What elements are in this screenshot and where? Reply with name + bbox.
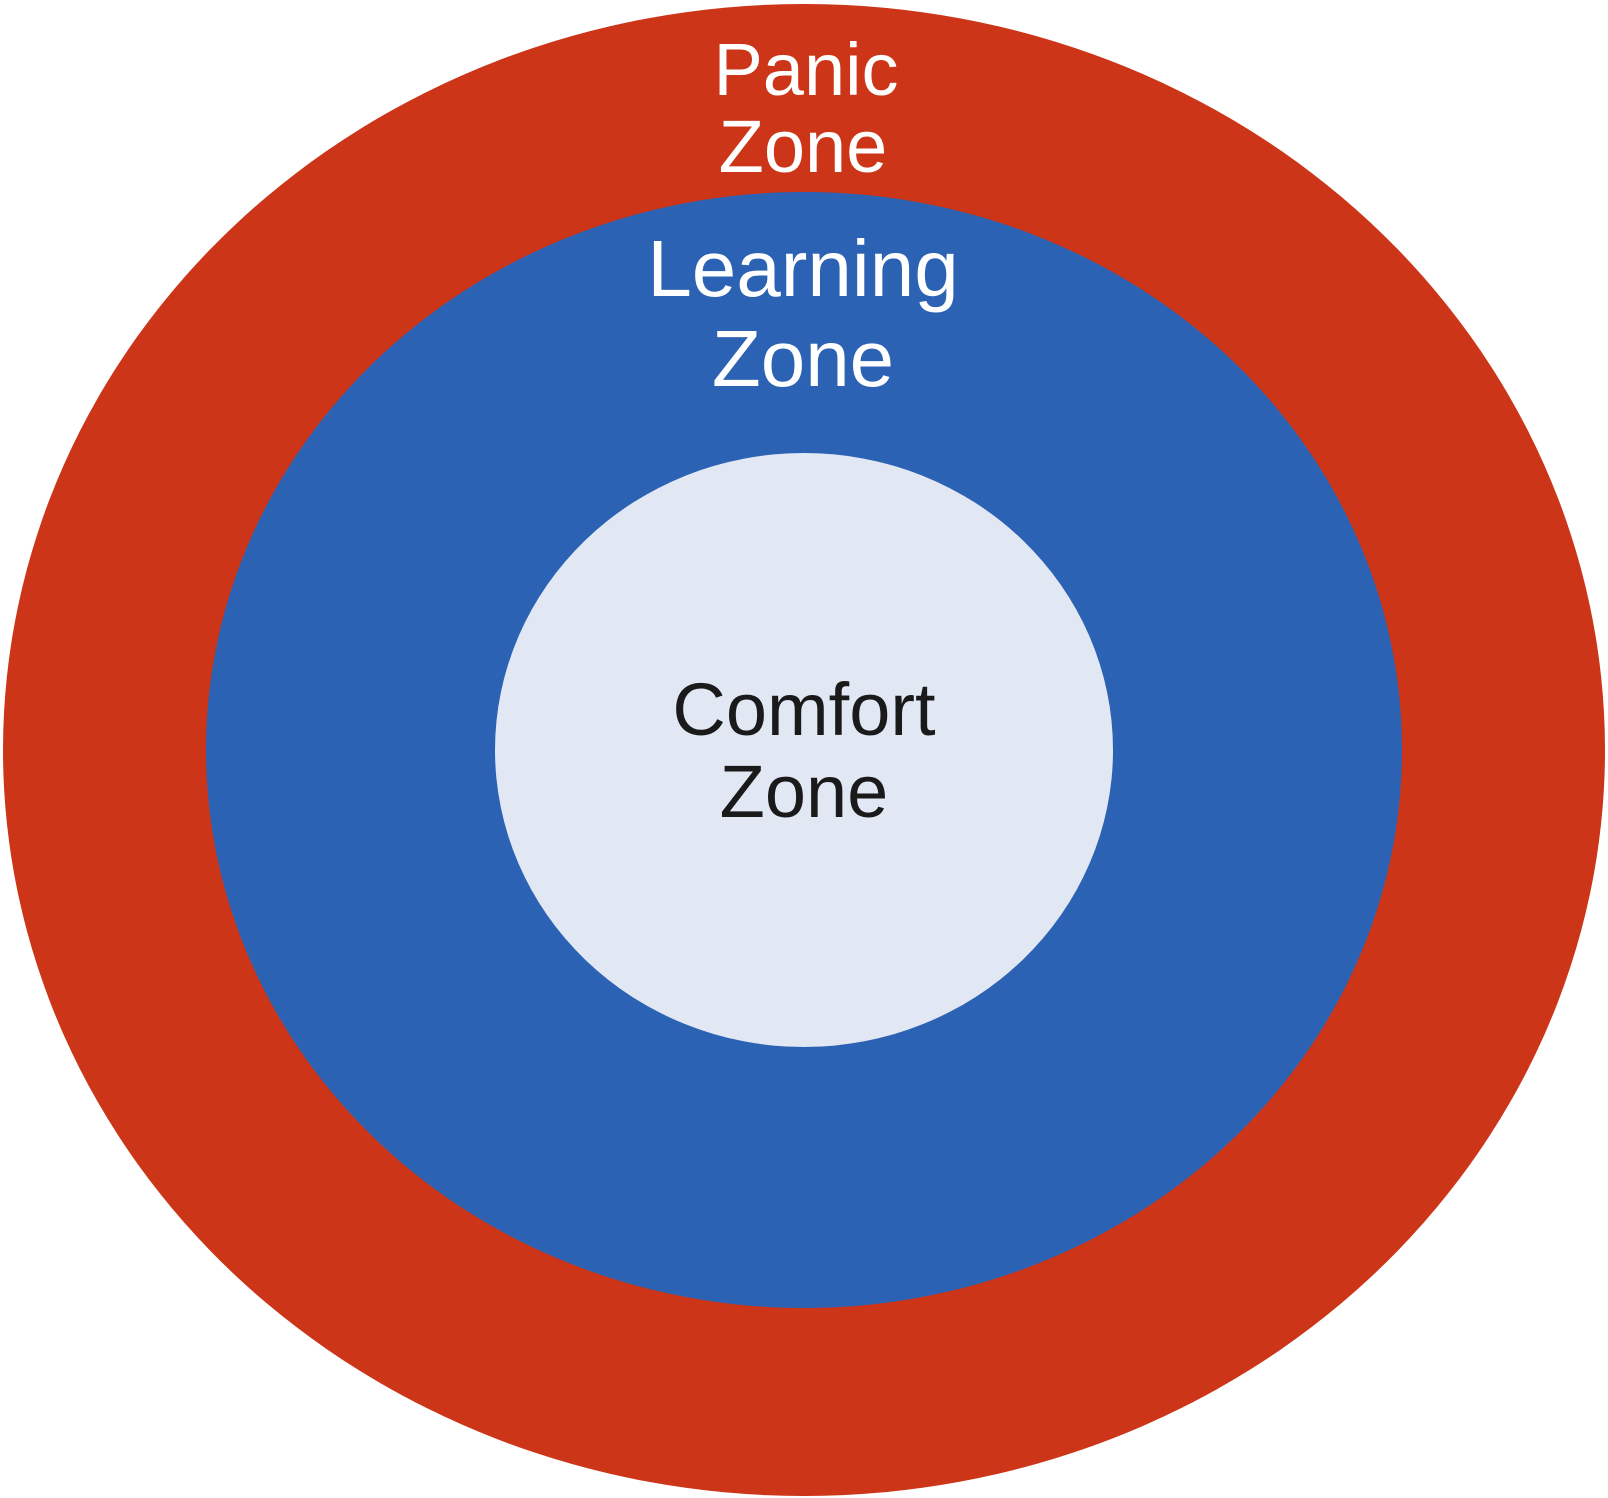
learning-zone-label-line1: Learning [647,224,958,313]
panic-zone-label-line1: Panic [713,28,898,111]
learning-zone-label-line2: Zone [712,314,894,403]
comfort-zone-ellipse [495,453,1113,1047]
comfort-zone-label-line2: Zone [720,750,889,833]
panic-zone-label-line2: Zone [719,105,888,188]
comfort-zone-label-line1: Comfort [672,668,936,751]
